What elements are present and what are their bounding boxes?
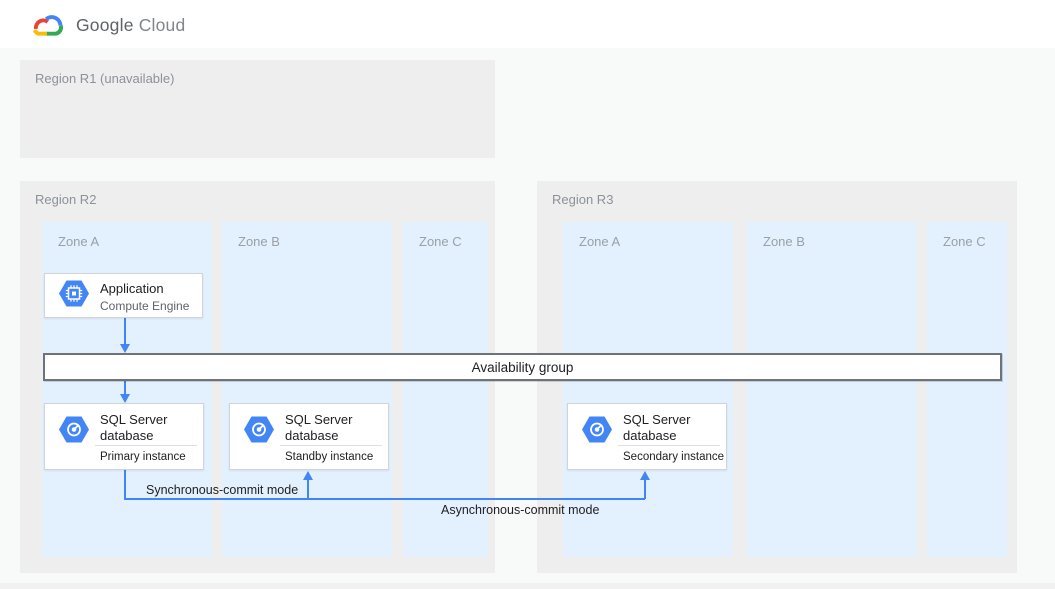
compute-engine-icon xyxy=(58,279,90,312)
zone-r2-b-label: Zone B xyxy=(238,234,280,249)
zone-r2-b: Zone B xyxy=(222,222,392,557)
header: Google Cloud xyxy=(0,0,1055,48)
divider xyxy=(95,445,197,446)
availability-group-bar: Availability group xyxy=(43,353,1002,381)
region-r2-label: Region R2 xyxy=(35,192,97,207)
google-cloud-brand: Google Cloud xyxy=(28,10,185,40)
zone-r3-a-label: Zone A xyxy=(579,234,621,249)
zone-r2-a-label: Zone A xyxy=(58,234,100,249)
region-r3-label: Region R3 xyxy=(552,192,614,207)
sql-server-icon xyxy=(243,416,275,449)
sql-secondary-instance-label: Secondary instance xyxy=(623,451,725,463)
sql-primary-title: SQL Server database xyxy=(100,412,168,443)
application-node: Application Compute Engine xyxy=(44,273,203,318)
synchronous-commit-label: Synchronous-commit mode xyxy=(146,483,299,497)
region-r1-unavailable: Region R1 (unavailable) xyxy=(20,60,495,158)
sql-standby-node: SQL Server database Standby instance xyxy=(229,403,389,470)
application-title: Application xyxy=(100,281,164,296)
zone-r3-c-label: Zone C xyxy=(943,234,986,249)
region-r1-label: Region R1 (unavailable) xyxy=(35,71,175,86)
sql-primary-node: SQL Server database Primary instance xyxy=(44,403,204,470)
sql-primary-instance-label: Primary instance xyxy=(100,451,186,463)
sql-standby-instance-label: Standby instance xyxy=(285,451,374,463)
divider xyxy=(618,445,720,446)
zone-r2-c: Zone C xyxy=(403,222,488,557)
zone-r3-b: Zone B xyxy=(747,222,917,557)
divider xyxy=(280,445,382,446)
sql-standby-title: SQL Server database xyxy=(285,412,353,443)
asynchronous-commit-label: Asynchronous-commit mode xyxy=(441,503,600,517)
zone-r3-b-label: Zone B xyxy=(763,234,805,249)
brand-text: Google Cloud xyxy=(76,15,185,36)
zone-r2-c-label: Zone C xyxy=(419,234,462,249)
sql-server-icon xyxy=(58,416,90,449)
application-subtitle: Compute Engine xyxy=(100,298,190,313)
sql-server-icon xyxy=(581,416,613,449)
google-cloud-logo-icon xyxy=(28,10,66,40)
zone-r3-c: Zone C xyxy=(927,222,1007,557)
brand-google: Google xyxy=(76,14,134,35)
sql-secondary-title: SQL Server database xyxy=(623,412,691,443)
bottom-strip xyxy=(0,583,1055,589)
brand-cloud: Cloud xyxy=(138,14,186,35)
zone-r3-a: Zone A xyxy=(563,222,733,557)
sql-secondary-node: SQL Server database Secondary instance xyxy=(567,403,727,470)
availability-group-label: Availability group xyxy=(471,359,574,375)
